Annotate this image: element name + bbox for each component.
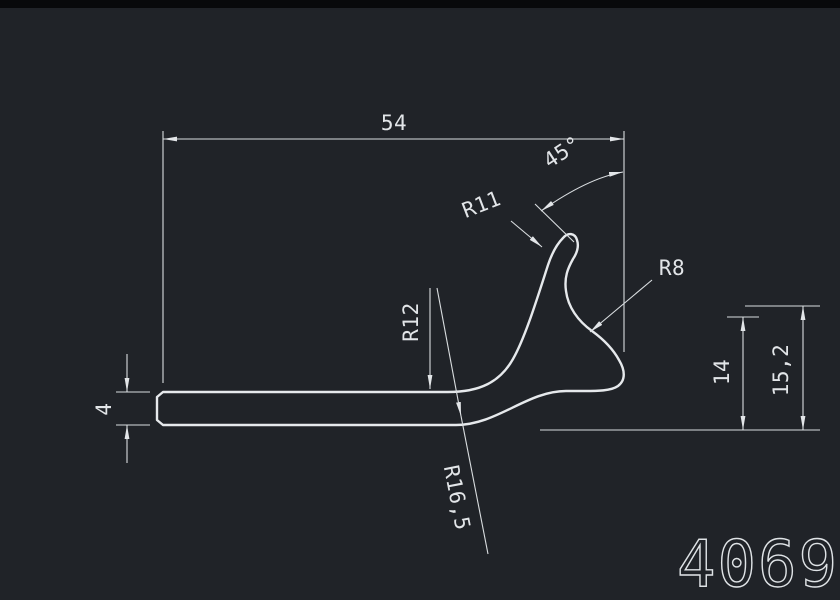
- dim-45-arc: [540, 171, 624, 212]
- profile-outline: [155, 232, 625, 427]
- dim-radius-r11: R11: [459, 186, 543, 248]
- dim-thickness-label: 4: [92, 402, 116, 415]
- dim-height-15-2: 15,2: [769, 306, 806, 430]
- window-top-edge: [0, 0, 840, 8]
- part-profile: [155, 232, 625, 427]
- dim-angle-45: 45°: [534, 131, 624, 243]
- dim-width-label: 54: [381, 111, 407, 135]
- dim-r11-leader: [510, 220, 543, 248]
- dim-thickness-4: 4: [92, 354, 150, 463]
- dim-r16-5-leader-lower: [460, 415, 489, 555]
- dim-angle-label: 45°: [539, 131, 585, 173]
- dim-r8-leader: [589, 279, 653, 333]
- dim-width-54: 54: [162, 111, 625, 383]
- dim-height-14-label: 14: [710, 359, 734, 385]
- dim-r11-label: R11: [459, 186, 504, 223]
- dim-r16-5-leader-upper: [436, 287, 462, 417]
- dim-height-14: 14: [710, 317, 746, 430]
- dim-r8-label: R8: [659, 256, 685, 280]
- dim-radius-r12: R12: [399, 288, 433, 389]
- dim-radius-r8: R8: [589, 256, 685, 333]
- part-number: 4069: [677, 528, 839, 600]
- dim-45-tip-extension: [534, 203, 575, 243]
- dim-height-15-2-label: 15,2: [769, 344, 793, 397]
- dim-r12-label: R12: [399, 302, 423, 341]
- dim-r16-5-label: R16,5: [439, 463, 475, 532]
